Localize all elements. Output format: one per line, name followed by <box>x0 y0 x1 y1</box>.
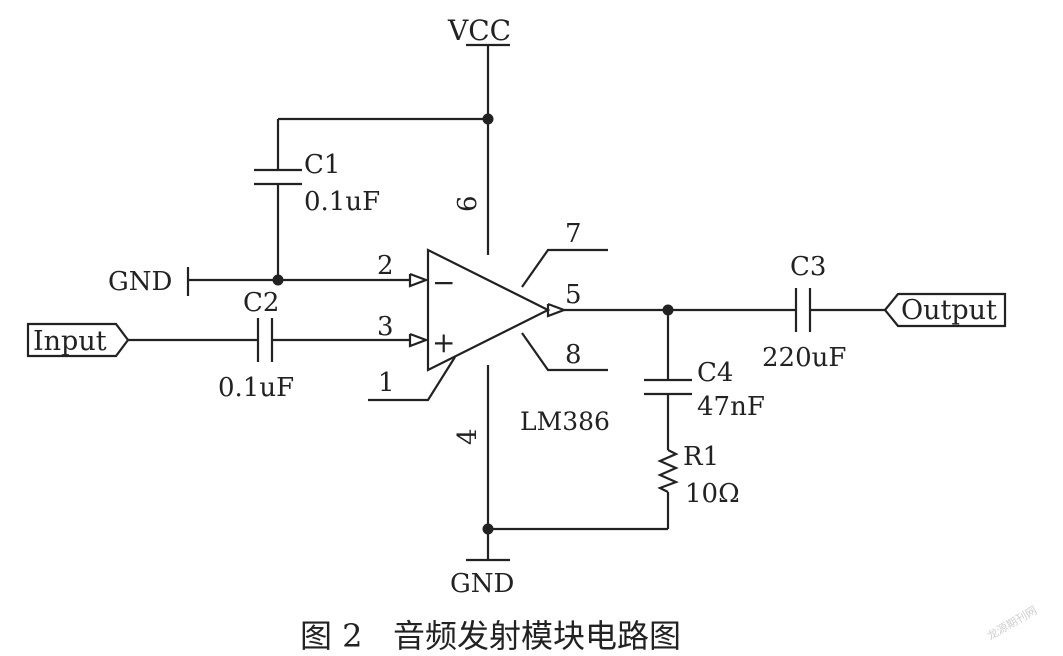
c3-label: C3 <box>790 252 826 282</box>
r1-label: R1 <box>683 442 719 472</box>
pin-3-label: 3 <box>377 312 394 342</box>
pin-4-label: 4 <box>453 428 483 445</box>
vcc-label: VCC <box>447 14 511 47</box>
pin-1-label: 1 <box>378 368 395 398</box>
c1-label: C1 <box>304 150 340 180</box>
figure-caption: 图 2 音频发射模块电路图 <box>300 617 681 655</box>
junction-gnd-c1 <box>272 274 284 286</box>
watermark: 龙源期刊网 <box>985 603 1040 643</box>
pin-8-wire <box>521 332 608 372</box>
c1-branch-wires <box>276 117 488 280</box>
r1-resistor-symbol <box>657 449 679 493</box>
vcc-rail <box>466 43 510 255</box>
output-port[interactable] <box>883 292 1007 328</box>
c4-capacitor-symbol <box>644 378 692 396</box>
pin-7-wire <box>521 248 608 288</box>
gnd-bottom-label: GND <box>450 569 514 599</box>
pin-2-label: 2 <box>377 251 394 281</box>
c2-value: 0.1uF <box>218 373 294 403</box>
lm386-label: LM386 <box>520 407 610 436</box>
gnd-left-terminal <box>186 267 430 296</box>
pin-8-label: 8 <box>565 340 582 370</box>
pin-6-label: 6 <box>453 195 483 212</box>
c2-capacitor-symbol <box>256 318 274 362</box>
c4-label: C4 <box>697 358 733 388</box>
pin-4-wire <box>466 365 668 562</box>
junction-vcc-c1 <box>482 113 494 125</box>
output-port-label: Output <box>901 295 997 326</box>
c3-value: 220uF <box>762 343 846 373</box>
lm386-amplifier-symbol <box>426 248 551 372</box>
c1-value: 0.1uF <box>304 187 380 217</box>
gnd-left-label: GND <box>108 267 172 297</box>
c1-capacitor-symbol <box>254 168 302 186</box>
amp-minus-sign: − <box>432 266 455 299</box>
pin-5-output-wire <box>546 302 885 318</box>
junction-gnd-r1 <box>482 523 494 535</box>
c2-wires <box>128 332 430 348</box>
amp-plus-sign: + <box>432 326 455 359</box>
r1-value: 10Ω <box>685 479 740 509</box>
c2-label: C2 <box>243 288 279 318</box>
input-port-label: Input <box>33 326 107 357</box>
pin-7-label: 7 <box>565 219 582 249</box>
pin-1-wire <box>368 356 456 402</box>
c3-capacitor-symbol <box>794 288 812 332</box>
pin-5-label: 5 <box>565 280 582 310</box>
c4-value: 47nF <box>697 392 765 422</box>
input-port[interactable] <box>26 322 130 358</box>
